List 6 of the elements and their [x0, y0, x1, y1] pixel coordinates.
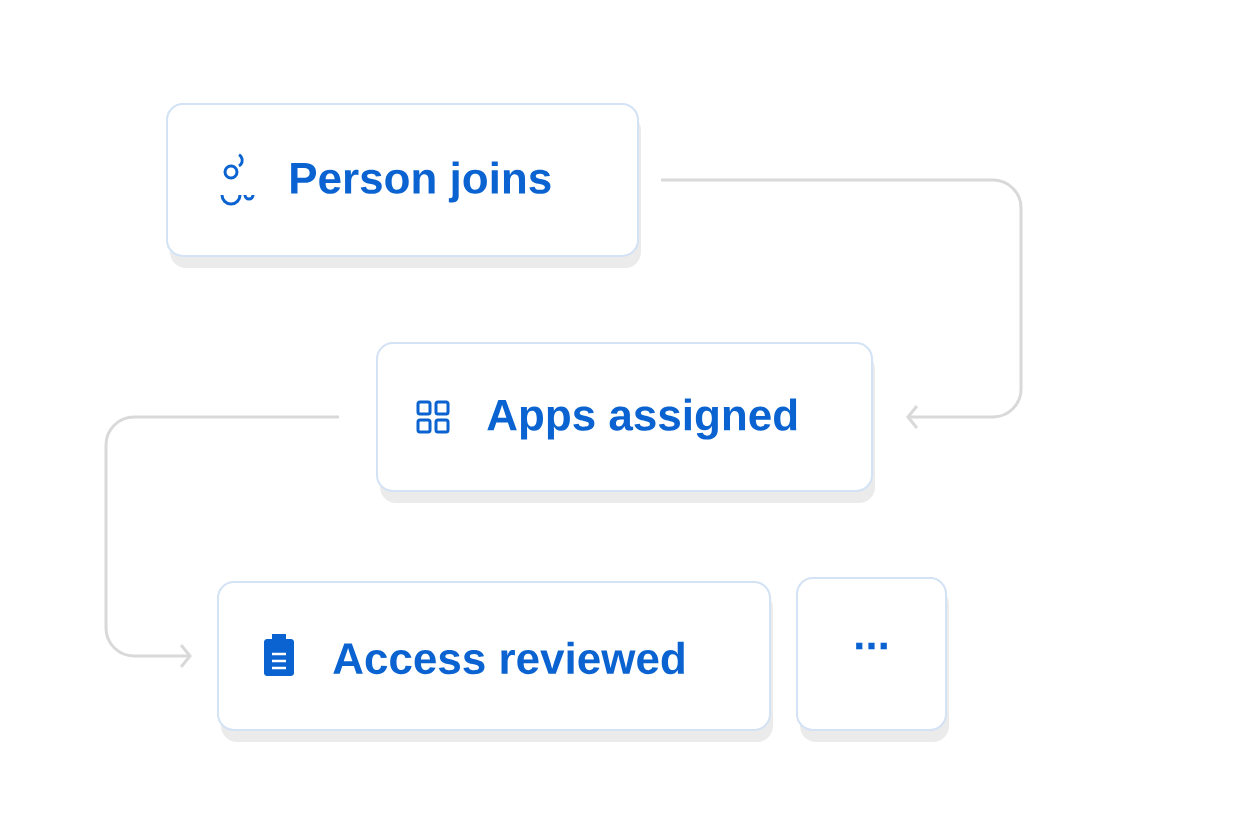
step-box: Apps assigned: [376, 342, 875, 503]
step-box: Person joins: [166, 103, 641, 268]
step-box: Access reviewed: [217, 581, 773, 742]
connector-arrow: [104, 415, 339, 668]
step-box: ...: [796, 577, 949, 742]
connector-arrow: [661, 178, 1023, 429]
